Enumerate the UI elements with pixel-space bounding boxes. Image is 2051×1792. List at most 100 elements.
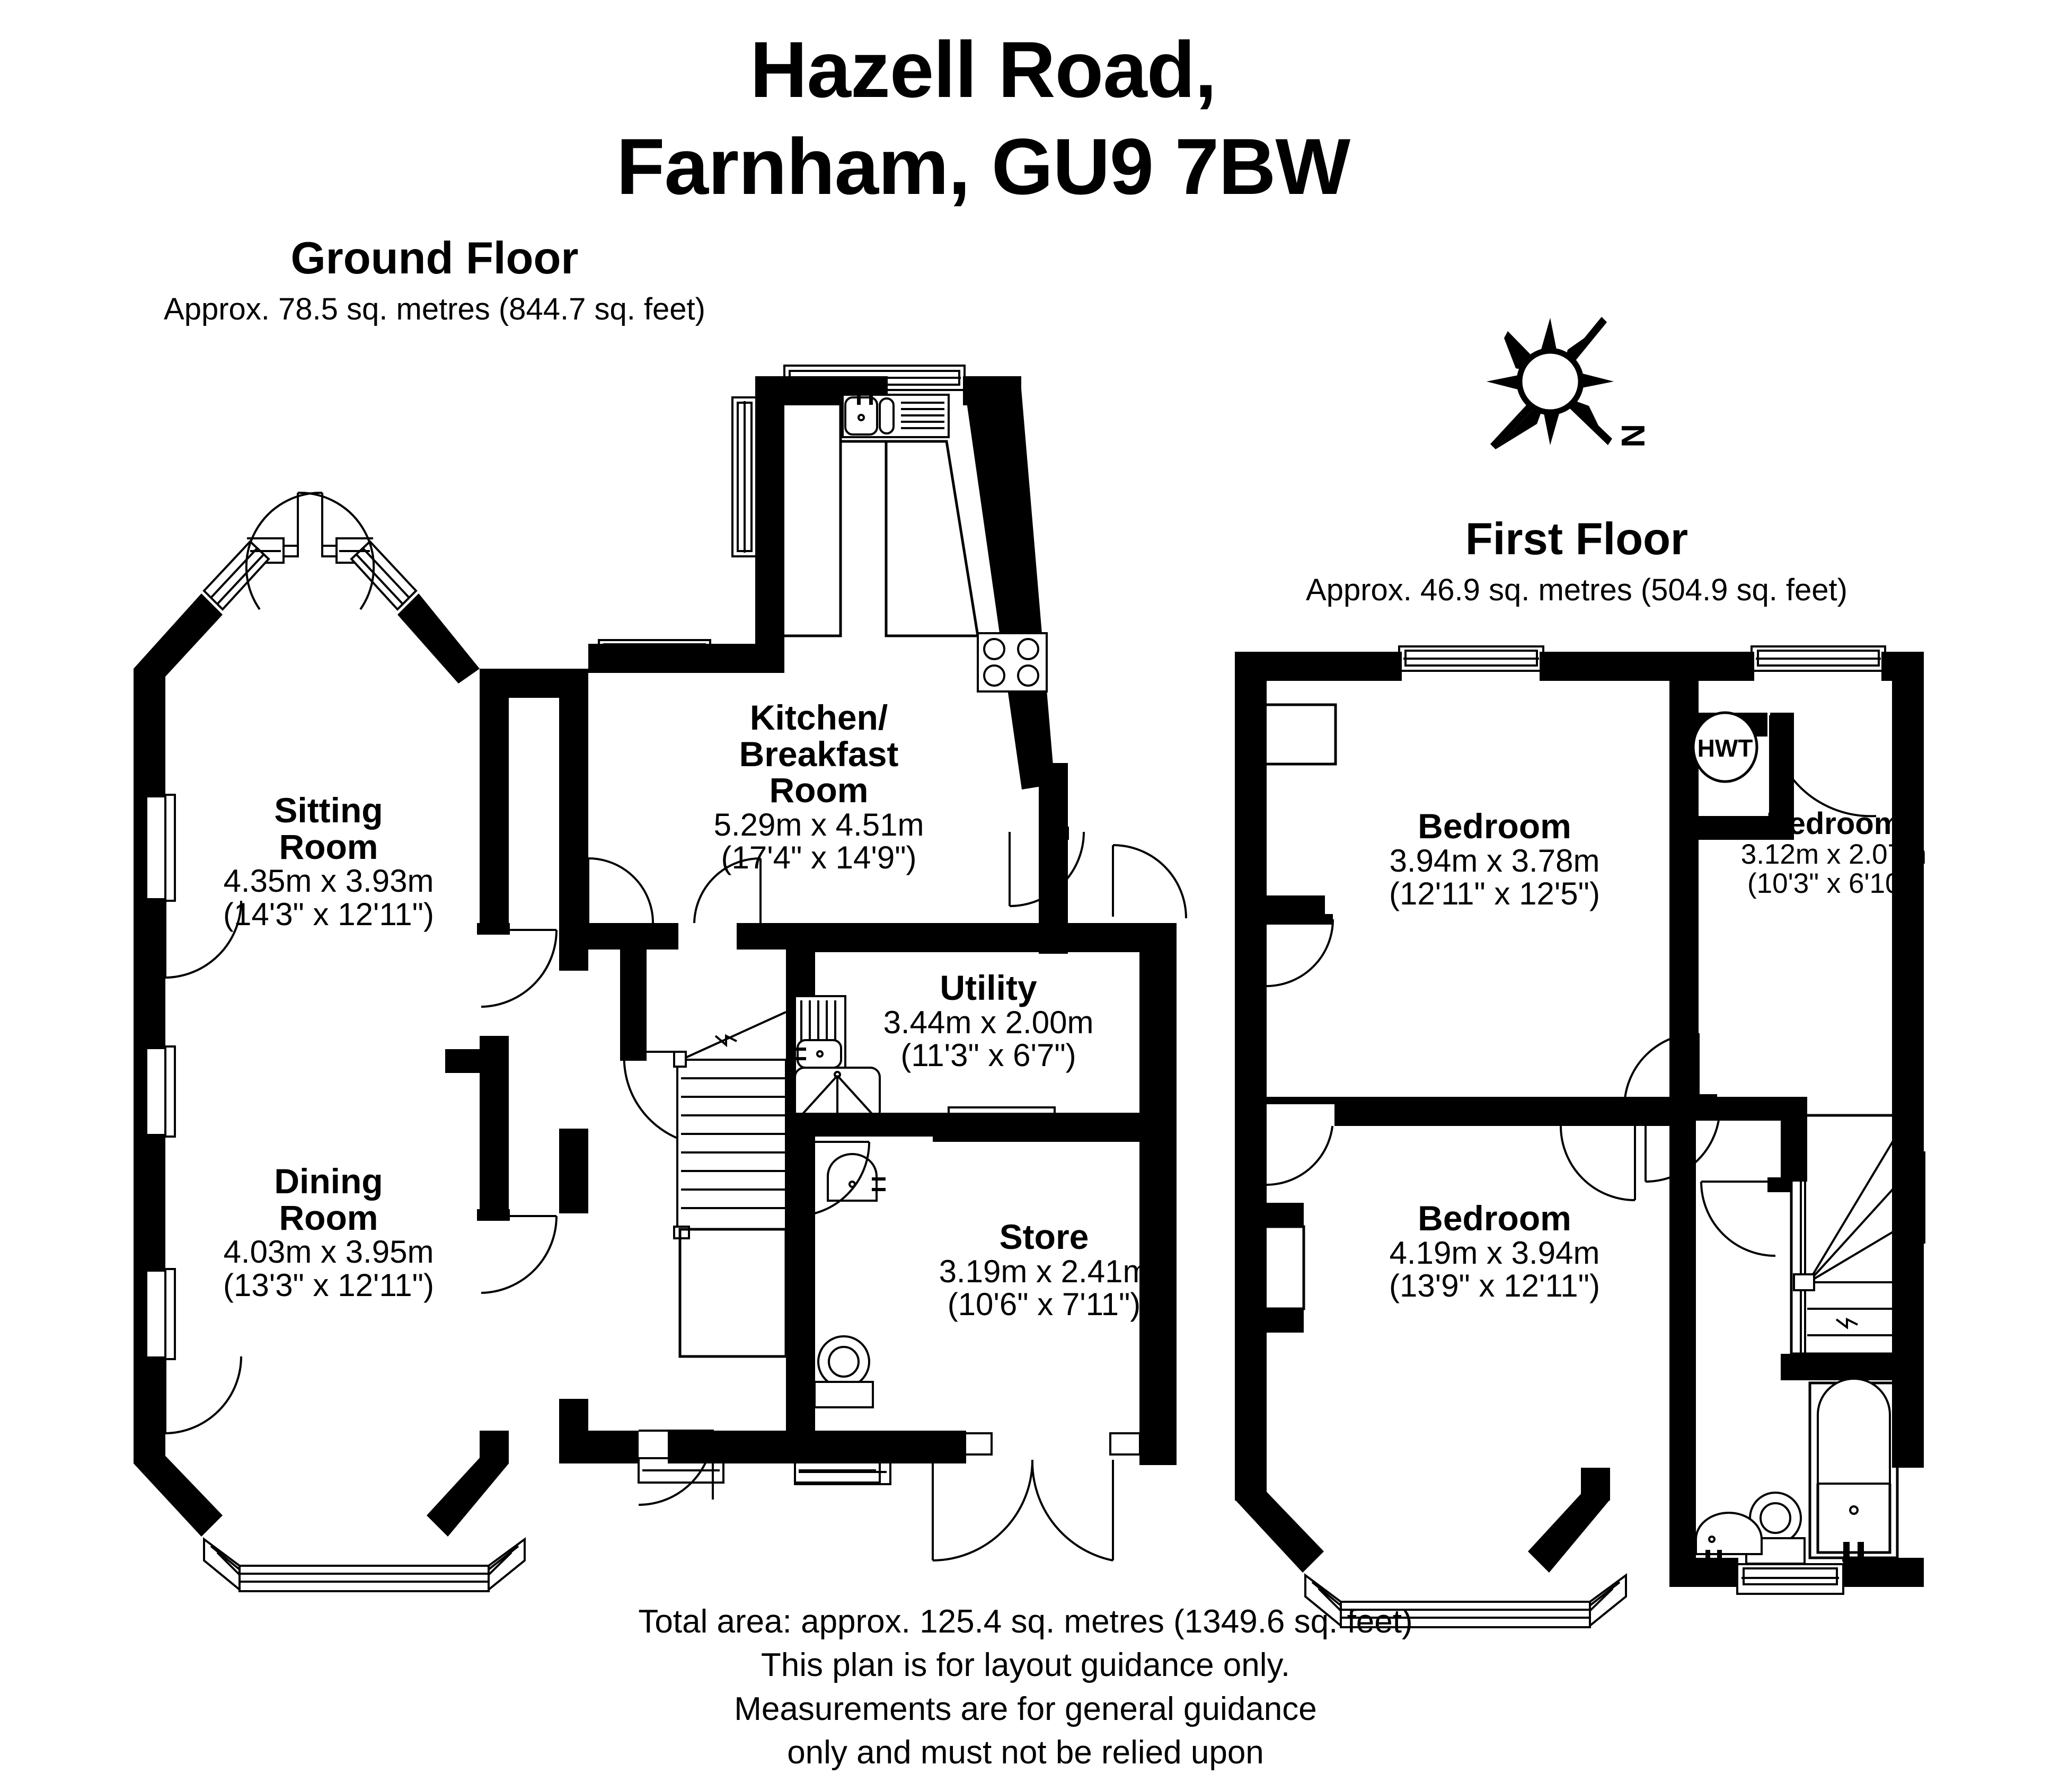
footer-guidance-1: This plan is for layout guidance only.: [761, 1647, 1290, 1684]
gf-dining-left-door: [164, 1356, 242, 1434]
bedroom-1-dim-metric: 3.94m x 3.78m: [1389, 842, 1600, 879]
gf-front-door-window-2: [794, 1457, 881, 1484]
gf-wall-hall-top-1: [588, 923, 678, 950]
gf-kitchen-door: [1009, 831, 1085, 907]
footer-disclaimer: Total area: approx. 125.4 sq. metres (13…: [0, 1600, 2051, 1775]
ff-bathroom-window: [1736, 1563, 1844, 1595]
ff-wall-hwt-1: [1699, 713, 1767, 737]
bedroom-1-name: Bedroom: [1418, 806, 1571, 846]
gf-sitting-bay-window-right: [321, 537, 418, 611]
ff-landing-door-1: [1645, 1107, 1721, 1183]
room-label-dining-room: Dining Room 4.03m x 3.95m (13'3" x 12'11…: [159, 1163, 498, 1302]
ff-wall-left: [1235, 652, 1267, 1468]
room-label-bedroom-2: Bedroom 3.12m x 2.07m (10'3" x 6'10"): [1685, 806, 1982, 900]
gf-staircase: [673, 1011, 788, 1358]
bedroom-2-name: Bedroom: [1766, 806, 1902, 841]
ff-bedroom3-door-upper: [1266, 1117, 1334, 1186]
gf-wall-hall-left-1: [559, 923, 588, 971]
gf-front-door-window-1: [638, 1457, 724, 1484]
bedroom-1-dim-imperial: (12'11" x 12'5"): [1389, 876, 1600, 912]
gf-wall-hall-top-2: [737, 923, 795, 950]
ff-landing-door-bathroom: [1700, 1181, 1776, 1257]
gf-wall-store-bottom-right: [1139, 1431, 1177, 1463]
ff-bathroom-wc: [1745, 1492, 1806, 1565]
dining-room-dim-metric: 4.03m x 3.95m: [223, 1234, 434, 1270]
gf-utility-door-top: [1112, 844, 1187, 919]
gf-wall-store-bottom-left: [933, 1431, 965, 1463]
first-floor-area: Approx. 46.9 sq. metres (504.9 sq. feet): [1306, 573, 1847, 607]
kitchen-dim-metric: 5.29m x 4.51m: [713, 806, 924, 842]
store-dim-metric: 3.19m x 2.41m: [939, 1253, 1150, 1289]
footer-guidance-3: only and must not be relied upon: [787, 1734, 1264, 1771]
sitting-room-dim-imperial: (14'3" x 12'11"): [223, 896, 434, 932]
sitting-room-name-1: Sitting: [274, 791, 383, 830]
gf-kitchen-sink-unit: [842, 394, 950, 438]
gf-wall-sitting-mid: [445, 1049, 509, 1073]
gf-dining-bay-window: [203, 1537, 526, 1592]
utility-dim-imperial: (11'3" x 6'7"): [900, 1037, 1076, 1074]
ff-wall-left-step-2: [1235, 1203, 1304, 1227]
title-line-2: Farnham, GU9 7BW: [616, 122, 1350, 211]
utility-dim-metric: 3.44m x 2.00m: [883, 1004, 1094, 1040]
footer-total-area: Total area: approx. 125.4 sq. metres (13…: [638, 1603, 1413, 1640]
gf-wall-kitchen-bottom-left: [588, 644, 784, 673]
gf-wall-left-outer: [134, 669, 165, 1463]
gf-wall-kitchen-top-left: [755, 376, 888, 405]
sitting-room-dim-metric: 4.35m x 3.93m: [223, 863, 434, 899]
gf-wall-sitting-top-right: [509, 669, 588, 698]
gf-wall-hall-left-upper: [559, 669, 588, 923]
gf-wall-kitchen-left-top: [755, 376, 784, 673]
bedroom-3-dim-imperial: (13'9" x 12'11"): [1389, 1268, 1600, 1304]
gf-kitchen-side-window: [598, 639, 711, 666]
ff-window-gap-top-2: [1754, 652, 1881, 681]
footer-guidance-2: Measurements are for general guidance: [734, 1690, 1317, 1727]
ff-window-top-1: [1398, 645, 1544, 672]
gf-bay-corner-tr: [397, 593, 480, 684]
bedroom-2-dim-imperial: (10'3" x 6'10"): [1747, 868, 1920, 900]
ff-hwt-cylinder: HWT: [1692, 711, 1758, 783]
room-label-store: Store 3.19m x 2.41m (10'6" x 7'11"): [880, 1219, 1208, 1321]
ff-wall-stairs-bottom: [1781, 1354, 1924, 1380]
gf-wall-hall-partition: [620, 923, 647, 1061]
bedroom-2-dim-metric: 3.12m x 2.07m: [1740, 839, 1927, 871]
ff-bay-corner-br: [1528, 1485, 1610, 1573]
ff-wall-top: [1235, 652, 1924, 681]
ff-bay-corner-bl: [1235, 1485, 1324, 1573]
ff-wall-left-step-3: [1235, 1309, 1304, 1333]
dining-room-name-2: Room: [279, 1197, 378, 1237]
room-label-bedroom-1: Bedroom 3.94m x 3.78m (12'11" x 12'5"): [1325, 808, 1664, 910]
ff-staircase: [1790, 1114, 1899, 1358]
gf-kitchen-window-left: [731, 396, 758, 557]
compass-north-label: N: [1614, 424, 1651, 448]
store-name: Store: [999, 1217, 1089, 1256]
hwt-label: HWT: [1698, 734, 1753, 762]
gf-understairs-door: [623, 1051, 680, 1140]
ff-bedroom3-door: [1560, 1125, 1636, 1201]
ff-hwt-door: [1769, 715, 1877, 818]
room-label-utility: Utility 3.44m x 2.00m (11'3" x 6'7"): [824, 970, 1153, 1072]
gf-kitchen-window-top: [783, 365, 966, 391]
gf-shower-tray: [794, 1067, 881, 1122]
gf-store-french-doors: [932, 1459, 1114, 1562]
ff-wall-left-step: [1235, 895, 1325, 919]
ff-bathroom: [1808, 1378, 1899, 1564]
ground-floor-heading: Ground Floor: [290, 233, 579, 283]
gf-wall-utility-left: [786, 923, 815, 1463]
gf-wc-toilet: [814, 1335, 874, 1408]
ground-floor-area: Approx. 78.5 sq. metres (844.7 sq. feet): [164, 292, 705, 326]
gf-wc-basin: [827, 1153, 886, 1202]
gf-sitting-bay-window: [202, 537, 299, 611]
gf-bay-corner-tl: [134, 593, 223, 684]
gf-left-window-gap-2: [134, 1049, 165, 1134]
store-dim-imperial: (10'6" x 7'11"): [947, 1287, 1141, 1323]
gf-bay-corner-br: [427, 1449, 509, 1537]
ff-window-gap-top-1: [1402, 652, 1540, 681]
gf-wc-window: [794, 1459, 891, 1485]
gf-sitting-room-door: [481, 929, 558, 1008]
gf-wall-store-top: [933, 1113, 1177, 1142]
kitchen-dim-imperial: (17'4" x 14'9"): [721, 840, 917, 876]
compass-rose-icon: N: [1487, 317, 1651, 449]
gf-front-door: [638, 1430, 714, 1506]
title-line-1: Hazell Road,: [750, 25, 1217, 114]
